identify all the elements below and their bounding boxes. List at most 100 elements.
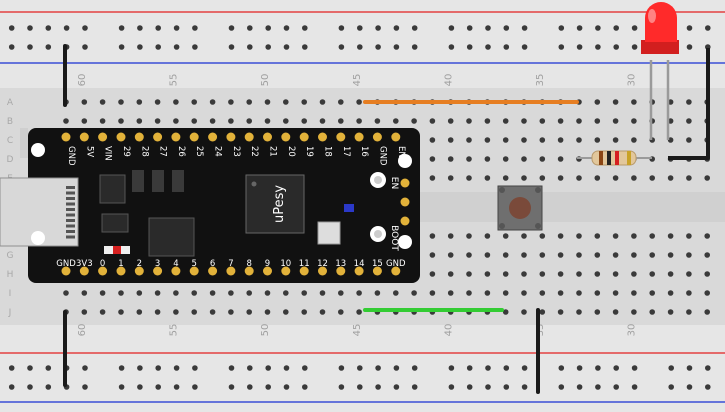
- column-number: 30: [627, 74, 638, 87]
- rail-hole: [613, 365, 619, 371]
- breadboard-hole: [264, 309, 271, 315]
- breadboard-hole: [521, 233, 527, 239]
- breadboard-hole: [246, 309, 252, 315]
- breadboard-hole: [301, 309, 308, 315]
- rail-hole: [265, 365, 272, 371]
- header-pin: [391, 132, 401, 142]
- breadboard-hole: [283, 290, 289, 296]
- header-pin: [336, 266, 346, 276]
- resistor: [577, 150, 652, 166]
- breadboard-hole: [686, 175, 692, 181]
- header-pin: [61, 132, 71, 142]
- breadboard-hole: [539, 252, 546, 258]
- top-pin-label: 27: [158, 146, 168, 157]
- breadboard-hole: [521, 118, 527, 124]
- rail-hole: [137, 365, 143, 371]
- bottom-pin-label: 1: [118, 259, 123, 269]
- breadboard-hole: [63, 118, 69, 124]
- rail-hole: [503, 25, 510, 31]
- rail-hole: [668, 365, 674, 371]
- breadboard-hole: [447, 271, 454, 277]
- rail-hole: [82, 365, 88, 371]
- rail-hole: [265, 44, 272, 50]
- breadboard-hole: [484, 137, 491, 143]
- breadboard-hole: [191, 290, 197, 296]
- breadboard-hole: [667, 309, 674, 315]
- top-pin-label: 16: [359, 146, 369, 157]
- push-button[interactable]: [497, 185, 543, 231]
- breadboard-hole: [81, 309, 88, 315]
- rail-hole: [247, 384, 253, 390]
- rail-hole: [137, 44, 143, 50]
- breadboard-hole: [393, 118, 399, 124]
- breadboard-hole: [502, 290, 509, 296]
- breadboard-hole: [283, 309, 289, 315]
- bottom-pin-label: 5: [191, 259, 196, 269]
- boot-button-cap[interactable]: [374, 230, 382, 238]
- bottom-pin-label: 14: [354, 259, 365, 269]
- breadboard-hole: [99, 290, 106, 296]
- rail-hole: [173, 44, 180, 50]
- push-button-cap[interactable]: [509, 197, 531, 219]
- led-flange: [641, 40, 679, 54]
- rail-hole: [393, 44, 400, 50]
- rail-hole: [521, 44, 528, 50]
- breadboard-hole: [484, 175, 491, 181]
- breadboard-hole: [686, 290, 692, 296]
- capacitor: [172, 170, 184, 192]
- breadboard-hole: [319, 290, 326, 296]
- en-button-cap[interactable]: [374, 176, 382, 184]
- header-pin: [263, 266, 272, 276]
- header-pin: [79, 132, 89, 142]
- breadboard-hole: [484, 233, 491, 239]
- rail-hole: [8, 384, 15, 390]
- breadboard-hole: [99, 99, 106, 105]
- rail-hole: [357, 365, 363, 371]
- row-letter: J: [8, 308, 12, 318]
- breadboard-hole: [429, 271, 436, 277]
- breadboard-hole: [576, 118, 582, 124]
- top-pin-label: 25: [194, 146, 204, 157]
- breadboard-hole: [136, 309, 143, 315]
- bottom-pin-label: 3V3: [76, 259, 93, 269]
- row-letter: A: [7, 98, 14, 108]
- rail-hole: [375, 384, 381, 390]
- breadboard-hole: [411, 290, 417, 296]
- breadboard-hole: [521, 137, 527, 143]
- rail-hole: [448, 365, 455, 371]
- usb-contact: [66, 230, 75, 233]
- breadboard-hole: [594, 137, 601, 143]
- breadboard-hole: [466, 156, 472, 162]
- mount-hole-top-right: [398, 154, 412, 168]
- breadboard-hole: [429, 290, 436, 296]
- power-led-smd: [113, 246, 121, 254]
- rail-hole: [705, 25, 711, 31]
- rail-hole: [521, 365, 528, 371]
- bottom-pin-label: 2: [137, 259, 142, 269]
- breadboard-hole: [521, 156, 527, 162]
- breadboard-hole: [539, 175, 546, 181]
- breadboard-hole: [228, 309, 234, 315]
- breadboard-hole: [539, 137, 546, 143]
- header-pin: [153, 266, 163, 276]
- breadboard-hole: [429, 137, 436, 143]
- rail-hole: [485, 44, 491, 50]
- breadboard-hole: [173, 290, 179, 296]
- flash-chip: [148, 217, 195, 257]
- breadboard-hole: [594, 309, 601, 315]
- rail-hole: [411, 44, 418, 50]
- breadboard-hole: [154, 290, 161, 296]
- breadboard-hole: [99, 309, 106, 315]
- breadboard-hole: [338, 309, 344, 315]
- breadboard-hole: [539, 290, 546, 296]
- column-number: 50: [260, 74, 271, 87]
- breadboard-hole: [539, 271, 546, 277]
- breadboard-hole: [209, 118, 216, 124]
- breadboard-hole: [466, 252, 472, 258]
- column-number: 60: [77, 324, 88, 337]
- rail-hole: [613, 384, 619, 390]
- breadboard-hole: [704, 271, 710, 277]
- breadboard-hole: [594, 175, 601, 181]
